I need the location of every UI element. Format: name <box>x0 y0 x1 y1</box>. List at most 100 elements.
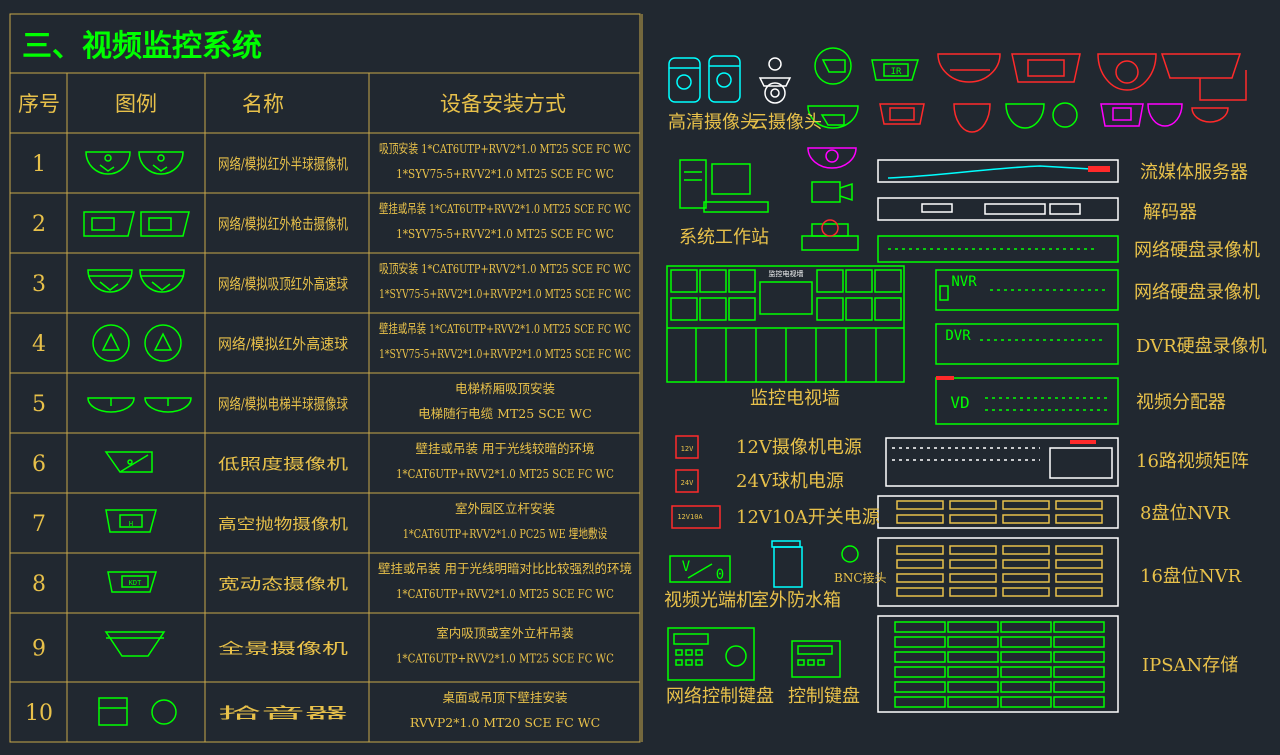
row-install-line: 1*CAT6UTP+RVV2*1.0 MT25 SCE FC WC <box>396 586 614 601</box>
nvr-16-bays <box>896 545 1103 597</box>
kdt-tag: KDT <box>129 579 142 587</box>
row-install-line: 吸顶安装 1*CAT6UTP+RVV2*1.0 MT25 SCE FC WC <box>379 141 631 156</box>
v-tag: V <box>682 559 691 575</box>
label-hd-camera: 高清摄像头 <box>668 112 758 133</box>
ipsan-icon <box>877 615 1119 713</box>
psu12-tag: 12V <box>681 445 694 453</box>
row-install-line: 壁挂或吊装 用于光线明暗对比比较强烈的环境 <box>378 561 632 576</box>
row-install-line: 电梯随行电缆 MT25 SCE WC <box>418 406 592 421</box>
nvr-16-bay-icon <box>877 537 1119 607</box>
sound-pickup-icon <box>98 697 177 726</box>
header-name: 名称 <box>242 92 284 116</box>
nvr-8-bay-icon <box>877 495 1119 529</box>
row-install-line: 室内吸顶或室外立杆吊装 <box>436 626 574 641</box>
row-install-line: 壁挂或吊装 用于光线较暗的环境 <box>416 441 595 456</box>
label-nvr8: 8盘位NVR <box>1140 503 1230 524</box>
ptz-camera-icon <box>758 57 792 104</box>
row-install-line: 1*CAT6UTP+RVV2*1.0 PC25 WE 埋地敷设 <box>403 526 608 541</box>
row-index: 9 <box>32 637 46 662</box>
row-index: 5 <box>32 392 46 417</box>
row-device-name: 全景摄像机 <box>218 640 348 658</box>
row-install-line: 桌面或吊顶下壁挂安装 <box>442 690 567 705</box>
legend-symbols <box>83 151 192 726</box>
row-install-line: 吸顶安装 1*CAT6UTP+RVV2*1.0 MT25 SCE FC WC <box>379 261 631 276</box>
optical-transceiver-icon <box>669 555 731 583</box>
video-matrix-icon <box>885 437 1119 487</box>
row-install-line: 壁挂或吊装 1*CAT6UTP+RVV2*1.0 MT25 SCE FC WC <box>379 201 631 216</box>
label-workstation: 系统工作站 <box>679 227 769 248</box>
row-device-name: 网络/模拟红外枪击摄像机 <box>218 215 348 233</box>
video-splitter-icon <box>935 377 1119 425</box>
label-keyboard: 控制键盘 <box>788 686 860 707</box>
ir-dome-camera-icon <box>85 151 184 175</box>
dvr-icon <box>935 323 1119 365</box>
label-optical: 视频光端机 <box>664 590 754 611</box>
red-camera-icons <box>879 53 1247 133</box>
ir-bullet-camera-icon <box>83 211 190 237</box>
row-install-line: 壁挂或吊装 1*CAT6UTP+RVV2*1.0 MT25 SCE FC WC <box>379 321 631 336</box>
panoramic-camera-icon <box>104 631 166 657</box>
label-bnc: BNC接头 <box>834 570 887 585</box>
nvr-icon <box>935 269 1119 311</box>
rack-brand-badges <box>936 166 1110 444</box>
label-psu-12v10a: 12V10A开关电源 <box>736 507 880 528</box>
hd-camera-icon <box>668 55 741 103</box>
row-install-line: 1*SYV75-5+RVV2*1.0 MT25 SCE FC WC <box>396 166 614 181</box>
label-tv-wall: 监控电视墙 <box>750 388 840 409</box>
row-index: 7 <box>32 512 46 537</box>
label-psu-12v: 12V摄像机电源 <box>736 437 862 458</box>
ir-speed-ball-icon <box>92 324 182 362</box>
tv-wall-tag: 监控电视墙 <box>769 269 804 278</box>
waterproof-box-icon <box>771 540 803 588</box>
nvr-8-bays <box>896 500 1103 524</box>
row-device-name: 网络/模拟吸顶红外高速球 <box>218 275 348 293</box>
device-catalog <box>666 47 1247 713</box>
label-nvr-a: 网络硬盘录像机 <box>1134 240 1260 261</box>
magenta-camera-icons <box>807 103 1183 169</box>
row-device-name: 宽动态摄像机 <box>218 575 348 593</box>
row-index: 4 <box>32 332 46 357</box>
label-decoder: 解码器 <box>1143 202 1197 223</box>
elevator-dome-icon <box>87 397 192 413</box>
bnc-connector-icon <box>841 545 859 563</box>
label-video-splitter: 视频分配器 <box>1136 392 1226 413</box>
row-install-line: RVVP2*1.0 MT20 SCE FC WC <box>410 715 600 730</box>
dvr-tag: DVR <box>945 328 971 344</box>
row-install-line: 室外园区立杆安装 <box>455 501 555 516</box>
label-matrix16: 16路视频矩阵 <box>1136 451 1249 472</box>
decoder-icon <box>877 197 1119 221</box>
o-tag: 0 <box>716 567 724 583</box>
small-camera-icons <box>801 181 859 251</box>
workstation-icon <box>679 159 769 213</box>
green-dome-icons <box>1005 102 1078 129</box>
high-altitude-camera-icon <box>105 509 157 533</box>
label-streaming-server: 流媒体服务器 <box>1140 162 1248 183</box>
wdr-camera-icon <box>107 571 158 593</box>
streaming-server-icon <box>877 159 1119 183</box>
row-index: 2 <box>32 212 46 237</box>
tv-wall-icon <box>666 265 905 383</box>
row-install-line: 1*CAT6UTP+RVV2*1.0 MT25 SCE FC WC <box>396 466 614 481</box>
row-index: 10 <box>25 701 53 726</box>
legend-table <box>9 13 641 743</box>
label-net-keyboard: 网络控制键盘 <box>666 686 774 707</box>
row-index: 3 <box>32 272 46 297</box>
label-nvr-b: 网络硬盘录像机 <box>1134 282 1260 303</box>
header-install: 设备安装方式 <box>440 92 566 116</box>
ipsan-bays <box>894 621 1105 708</box>
row-device-name: 网络/模拟红外半球摄像机 <box>218 155 348 173</box>
row-index: 8 <box>32 572 46 597</box>
low-light-camera-icon <box>104 451 153 473</box>
row-install-line: 电梯桥厢吸顶安装 <box>455 381 555 396</box>
label-ipsan: IPSAN存储 <box>1142 655 1238 676</box>
label-waterproof-box: 室外防水箱 <box>751 590 841 611</box>
page-title: 三、视频监控系统 <box>22 29 262 64</box>
row-device-name: 拾音器 <box>218 704 348 722</box>
row-install-line: 1*SYV75-5+RVV2*1.0+RVVP2*1.0 MT25 SCE FC… <box>379 286 631 301</box>
row-install-line: 1*CAT6UTP+RVV2*1.0 MT25 SCE FC WC <box>396 651 614 666</box>
conference-camera-icon <box>821 219 839 237</box>
header-symbol: 图例 <box>115 92 157 116</box>
psu10a-tag: 12V10A <box>677 513 703 521</box>
row-install-line: 1*SYV75-5+RVV2*1.0 MT25 SCE FC WC <box>396 226 614 241</box>
